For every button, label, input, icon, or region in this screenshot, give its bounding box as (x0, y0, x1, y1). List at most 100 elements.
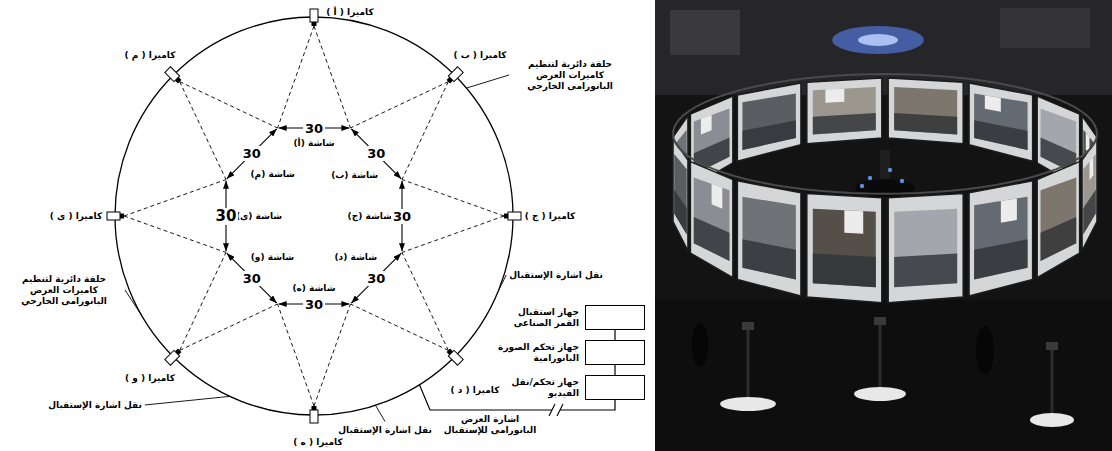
lamp-head (874, 317, 886, 325)
signal-wire (419, 385, 552, 410)
device-box: جهاز استقبال القمر الصناعى (497, 305, 645, 330)
label-anchor: كاميرا ( د ) (451, 385, 500, 396)
device-label-block: جهاز تحكم الصورة البانورامية (497, 342, 579, 364)
angle-number: 30 (365, 271, 387, 286)
wall-panel (670, 10, 740, 55)
screen-image (1083, 190, 1096, 235)
leader-line (145, 396, 230, 405)
exhibit-light (900, 179, 904, 183)
label-anchor: حلقة دائرية لتنظيم كاميرات العرض البانور… (6, 274, 122, 307)
screen-image (742, 94, 795, 150)
screen-label: شاشة (ه) (292, 283, 335, 294)
floor-light (854, 387, 906, 401)
view-line (278, 26, 314, 128)
exhibit-light (860, 184, 864, 188)
blue-light (858, 34, 898, 46)
view-line (180, 82, 278, 128)
visitor (976, 326, 994, 374)
camera-lens (312, 22, 317, 26)
screen-image (985, 95, 1001, 111)
screen-image (974, 120, 1027, 150)
leader-line (375, 405, 385, 421)
screen-image (742, 120, 795, 150)
screen-label: شاشة (م) (250, 169, 295, 180)
leader-line (466, 75, 509, 88)
display-screen (737, 181, 801, 296)
exhibit-light (868, 176, 872, 180)
camera-lens (175, 77, 181, 83)
angle-number: 30 (303, 121, 325, 136)
leader-line (499, 275, 507, 291)
angle-number: 30 (303, 297, 325, 312)
label-anchor: اشارة العرض البانورامى للإستقبال (440, 414, 540, 436)
view-line (124, 180, 226, 216)
device-label-block: جهاز استقبال القمر الصناعى (497, 307, 579, 329)
view-line (402, 252, 448, 350)
angle-number: 30 (241, 146, 263, 161)
camera-symbol (446, 348, 464, 366)
display-screen (807, 78, 882, 144)
screen-image (742, 197, 795, 280)
view-line (180, 304, 278, 350)
label-anchor: شاشة (ى) (236, 211, 282, 222)
camera-symbol (165, 348, 183, 366)
label-anchor: كاميرا ( ب ) (453, 50, 506, 61)
label-anchor: كاميرا ( ج ) (525, 211, 576, 222)
device-frame (585, 305, 645, 330)
label-anchor: شاشة (م) (250, 169, 295, 180)
camera-lens (175, 349, 181, 355)
label-anchor: شاشة (أ) (294, 138, 335, 149)
camera-symbol (504, 212, 521, 220)
wire-break (549, 404, 555, 416)
label-anchor: كاميرا ( ه ) (293, 437, 342, 448)
view-line (278, 304, 314, 406)
label-anchor: كاميرا ( و ) (125, 373, 175, 384)
camera-symbol (107, 212, 124, 220)
label-anchor: 30 (303, 297, 325, 312)
screen-label: شاشة (د) (335, 252, 378, 263)
camera-lens (120, 214, 124, 219)
label-anchor: 30 (241, 271, 263, 286)
screen-label: شاشة (و) (251, 252, 295, 263)
camera-label: كاميرا ( ب ) (453, 50, 506, 61)
screen-image (1041, 217, 1077, 261)
display-screen (690, 162, 732, 278)
label-anchor: 30 (365, 271, 387, 286)
view-line (402, 82, 448, 180)
view-line (314, 304, 350, 406)
visitor (692, 323, 708, 367)
exhibit-light (888, 168, 892, 172)
screen-label: شاشة (ب) (331, 170, 378, 181)
device-box: جهاز تحكم الصورة البانورامية (497, 340, 645, 365)
floor-light (720, 397, 776, 411)
screen-label: شاشة (ى) (236, 211, 282, 222)
label-anchor: نقل اشارة الإستقبال (338, 425, 432, 436)
label-anchor: كاميرا ( م ) (125, 50, 176, 61)
label-anchor: نقل اشارة الإستقبال (48, 400, 142, 411)
connector-line (614, 365, 615, 375)
label-anchor: شاشة (ب) (331, 170, 378, 181)
camera-label: كاميرا ( ج ) (525, 211, 576, 222)
view-line (402, 180, 504, 216)
screen-image (1041, 177, 1077, 261)
label-anchor: حلقة دائرية لتنظيم كاميرات العرض البانور… (512, 59, 628, 92)
signal-label: نقل اشارة الإستقبال (509, 270, 603, 281)
label-anchor: 30 (214, 208, 239, 225)
label-anchor: نقل اشارة الإستقبال (509, 270, 603, 281)
angle-number: 30 (365, 146, 387, 161)
leader-line (125, 290, 142, 316)
camera-symbol (165, 67, 183, 85)
display-screen (969, 181, 1033, 296)
display-screen (673, 139, 688, 251)
camera-body (107, 212, 120, 220)
view-line (314, 26, 350, 128)
label-anchor: كاميرا ( أ ) (326, 7, 373, 18)
screen-image (1083, 154, 1096, 235)
screen-image (694, 217, 730, 261)
display-screen (737, 83, 801, 161)
camera-lens (312, 406, 317, 410)
device-frame (585, 375, 645, 400)
lamp-post (747, 330, 750, 404)
screen-image (742, 239, 795, 279)
lamp-head (742, 322, 754, 330)
